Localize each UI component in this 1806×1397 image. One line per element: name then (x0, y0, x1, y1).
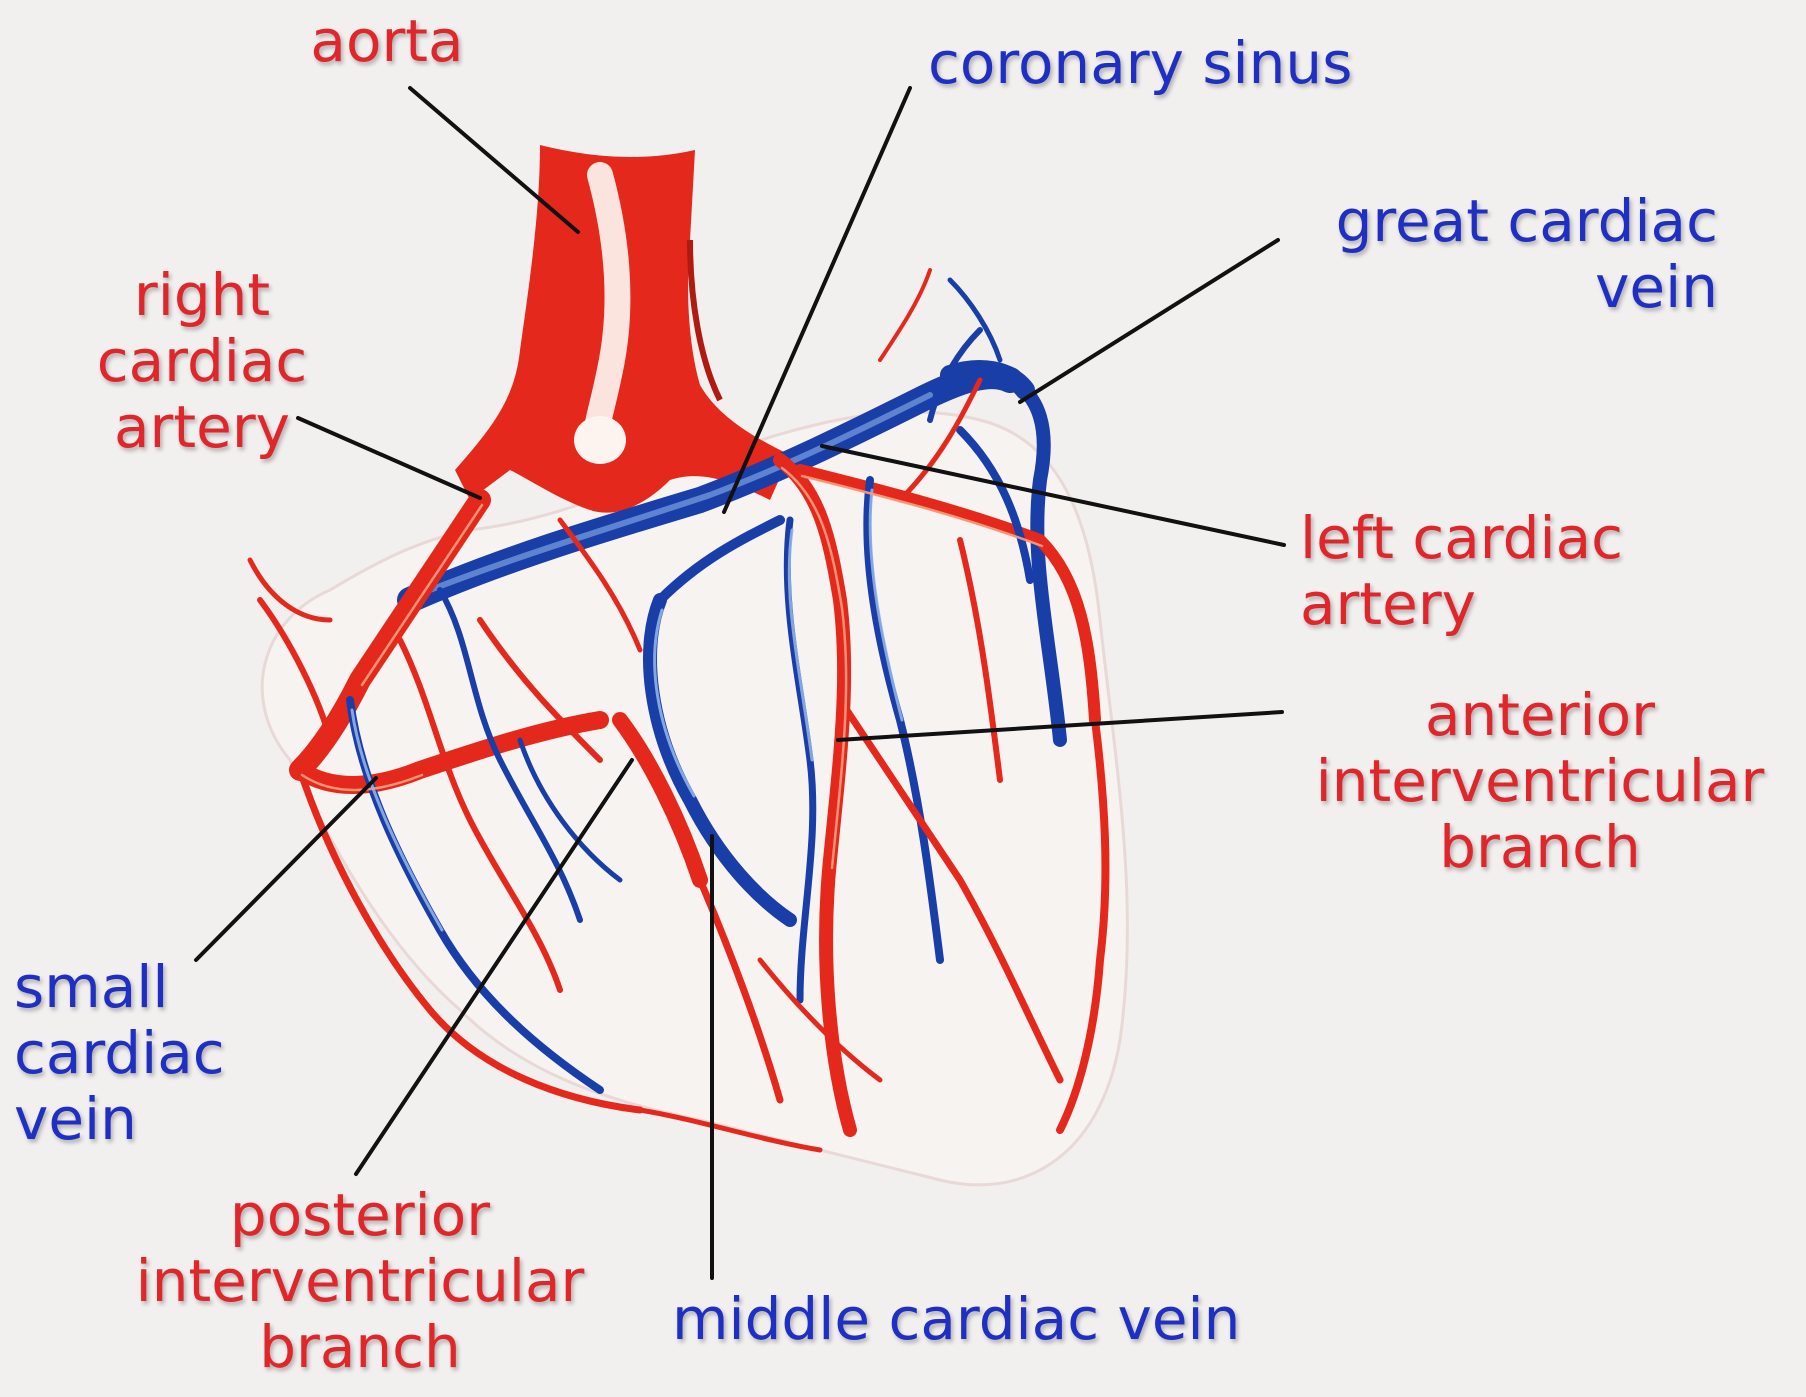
coronary-sinus-label-line: coronary sinus (928, 30, 1352, 96)
middle-cardiac-vein-label: middle cardiac vein (672, 1286, 1240, 1352)
posterior-interventricular-branch-label-line: interventricular (90, 1248, 630, 1314)
anterior-interventricular-branch-label-line: branch (1276, 814, 1804, 880)
aorta-vessel (455, 145, 790, 513)
small-cardiac-vein-label-line: vein (14, 1086, 225, 1152)
great-cardiac-vein-label-line: great cardiac (1270, 188, 1718, 254)
posterior-interventricular-branch-label-line: posterior (90, 1182, 630, 1248)
left-cardiac-artery-label-line: artery (1300, 571, 1623, 637)
left-cardiac-artery-label-line: left cardiac (1300, 505, 1623, 571)
aorta-label-line: aorta (292, 8, 482, 74)
posterior-interventricular-branch-label-line: branch (90, 1314, 630, 1380)
great-cardiac-vein-label-line: vein (1270, 254, 1718, 320)
coronary-sinus-label: coronary sinus (928, 30, 1352, 96)
great-cardiac-vein-leader (1020, 240, 1278, 402)
aorta-label: aorta (292, 8, 482, 74)
small-cardiac-vein-label-line: cardiac (14, 1020, 225, 1086)
middle-cardiac-vein-label-line: middle cardiac vein (672, 1286, 1240, 1352)
right-cardiac-artery-label-line: artery (62, 394, 342, 460)
right-cardiac-artery-label-line: cardiac (62, 328, 342, 394)
anterior-interventricular-branch-label-line: anterior (1276, 682, 1804, 748)
small-cardiac-vein-label-line: small (14, 954, 225, 1020)
right-cardiac-artery-label-line: right (62, 262, 342, 328)
anterior-interventricular-branch-label-line: interventricular (1276, 748, 1804, 814)
